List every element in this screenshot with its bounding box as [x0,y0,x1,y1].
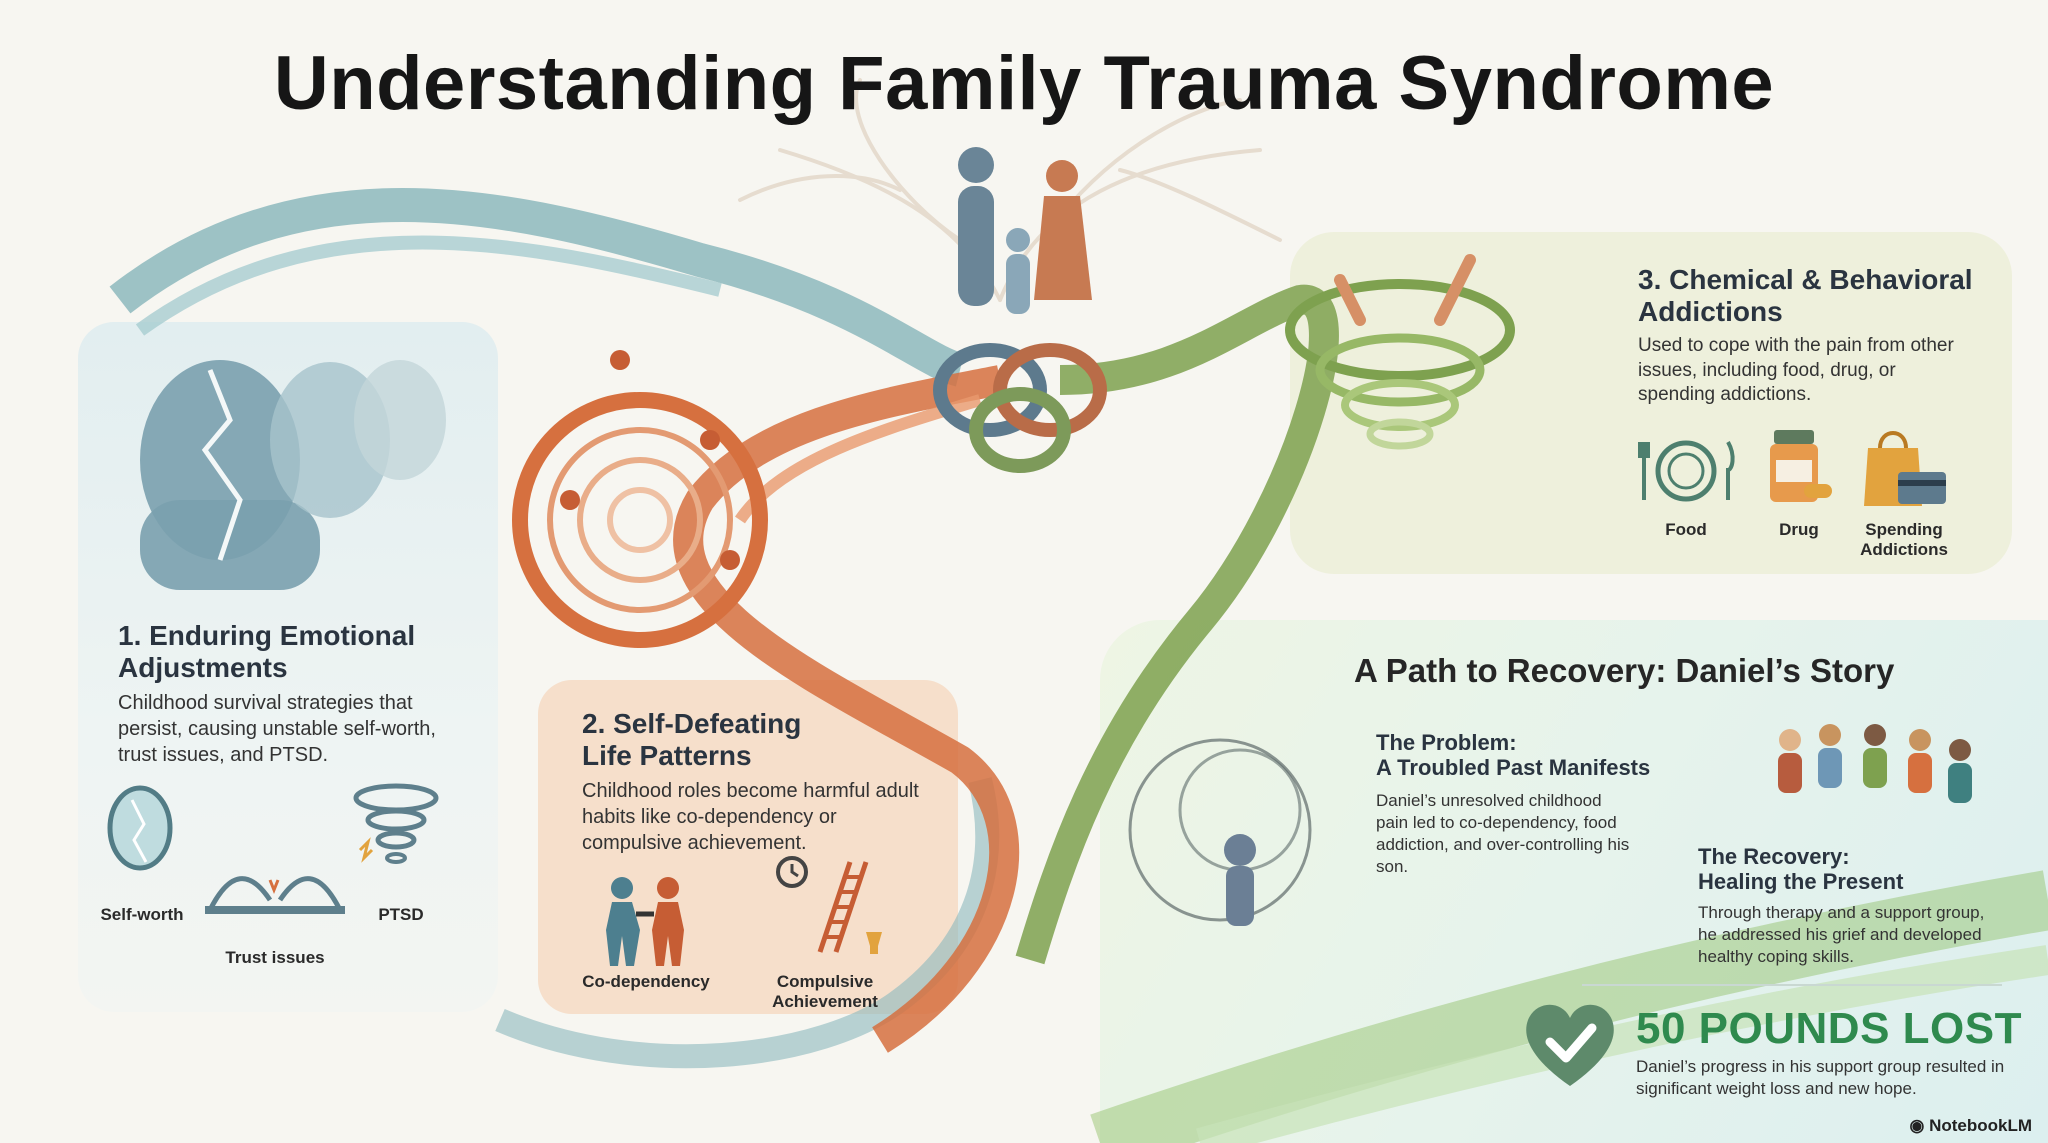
fractured-heads-illustration [140,360,446,590]
icon-label-trust-issues: Trust issues [225,948,325,967]
brand-logo: ◉ NotebookLM [1910,1116,2033,1136]
icon-label-ptsd: PTSD [378,905,424,924]
addictions-body: Used to cope with the pain from other is… [1638,335,1954,406]
recovery-heading: A Path to Recovery: Daniel’s Story [1354,652,1895,689]
orange-ribbon [673,365,1020,1053]
icon-label-spending: Spending [1865,520,1943,539]
family-figures [958,147,1092,314]
patterns-heading: 2. Self-Defeating Life Patterns [582,708,801,772]
recovery-subheading-line2: Healing the Present [1698,869,1904,895]
problem-body: Daniel’s unresolved childhood pain led t… [1376,791,1630,877]
tangled-knot [933,343,1107,473]
recovery-subheading-line1: The Recovery: [1698,844,1850,869]
recovery-body: Through therapy and a support group, he … [1698,903,1985,967]
recovery-divider [1582,984,2002,986]
support-group-illustration [1778,724,1972,803]
broken-mirror-icon [107,785,173,871]
stat-body: Daniel’s progress in his support group r… [1636,1057,2005,1099]
icon-label-achievement: Achievement [772,992,878,1012]
addictions-heading-line1: 3. Chemical & Behavioral [1638,264,1973,295]
teal-ribbon [109,188,965,387]
icon-label-food: Food [1665,520,1707,539]
green-ribbon [1015,284,1339,965]
patterns-heading-line1: 2. Self-Defeating [582,708,802,739]
icon-label-drug: Drug [1779,520,1819,539]
ladder-clock-trophy-icon [776,856,882,954]
emotional-heading-line2: Adjustments [118,652,288,684]
maze-wheel-illustration [512,350,768,648]
icon-label-addictions: Addictions [1860,540,1948,560]
problem-heading-line1: The Problem: [1376,730,1517,755]
icon-label-compulsive-achievement: Compulsive Achievement [760,972,890,1013]
brand-name: NotebookLM [1929,1116,2032,1135]
shopping-bag-card-icon [1864,431,1946,506]
recovery-subheading: The Recovery: Healing the Present [1698,844,1903,895]
weight-loss-stat: 50 POUNDS LOST [1636,1004,2022,1053]
vortex-illustration [1285,254,1515,450]
problem-heading-line2: A Troubled Past Manifests [1376,755,1651,781]
overwhelmed-man-illustration [1128,738,1312,926]
addictions-heading: 3. Chemical & Behavioral Addictions [1638,264,1973,328]
broken-bridge-icon [205,876,345,914]
pill-bottle-icon [1770,430,1832,502]
emotional-heading-line1: 1. Enduring Emotional [118,620,416,651]
patterns-heading-line2: Life Patterns [582,740,752,772]
emotional-heading: 1. Enduring Emotional Adjustments [118,620,415,684]
icon-label-codependency: Co-dependency [582,972,710,991]
tornado-icon [353,783,439,864]
addictions-heading-line2: Addictions [1638,296,1783,328]
icon-label-compulsive: Compulsive [776,972,874,991]
heart-check-icon [1526,1004,1614,1086]
page-title: Understanding Family Trauma Syndrome [273,41,1775,126]
plate-fork-knife-icon [1638,440,1735,502]
problem-heading: The Problem: A Troubled Past Manifests [1376,730,1650,781]
icon-label-spending-addictions: Spending Addictions [1852,520,1956,561]
emotional-body: Childhood survival strategies that persi… [118,692,436,766]
patterns-body: Childhood roles become harmful adult hab… [582,780,919,854]
notebook-logo-icon: ◉ [1909,1116,1930,1135]
icon-label-self-worth: Self-worth [100,905,184,924]
codependency-icon [606,877,684,966]
